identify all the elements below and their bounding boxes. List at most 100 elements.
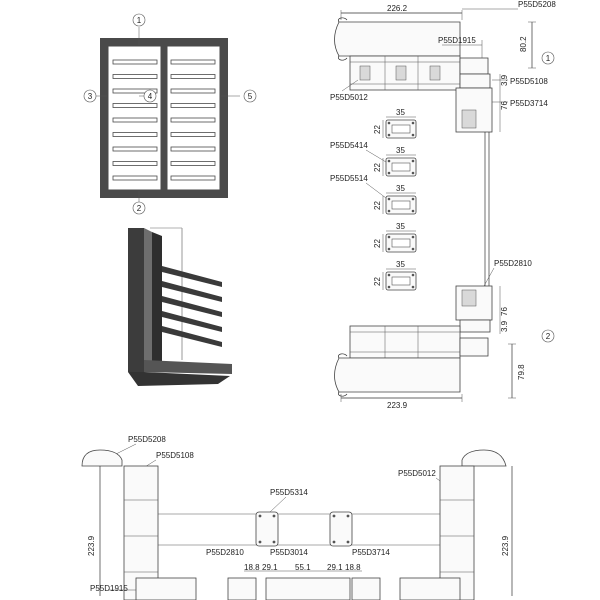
callout-circle-4 xyxy=(143,89,157,103)
right-slat xyxy=(170,88,216,94)
corner-detail-3d xyxy=(128,227,232,386)
label-p55d2810-horizontal: P55D2810 xyxy=(206,548,244,557)
detail-bottom-rail-top xyxy=(144,360,232,374)
window-elevation: 1 2 3 4 5 xyxy=(83,13,257,215)
callout-number-1: 1 xyxy=(137,16,142,25)
callout-number-4: 4 xyxy=(148,92,153,101)
label-p55d5108-horizontal: P55D5108 xyxy=(156,451,194,460)
right-slat xyxy=(170,74,216,79)
right-slat xyxy=(170,175,216,181)
callout-circle-3 xyxy=(83,89,97,103)
callout-number-5: 5 xyxy=(248,92,253,101)
detail-louvre-slats xyxy=(162,266,222,347)
louvre-width: 35 xyxy=(396,108,405,117)
frame-chamber xyxy=(359,65,371,81)
top-frame-details xyxy=(359,65,441,81)
dim-top-height: 80.2 xyxy=(519,36,528,52)
section-callout-number-2: 2 xyxy=(546,332,551,341)
detail-sash-profile xyxy=(152,232,162,368)
label-p55d5208-top: P55D5208 xyxy=(518,0,556,9)
label-p55d5314: P55D5314 xyxy=(270,488,308,497)
section-callout-circle-2 xyxy=(541,329,555,343)
dim-height-bottom: 76 xyxy=(500,307,509,316)
label-p55d5012-horizontal: P55D5012 xyxy=(398,469,436,478)
dim-chain-3: 55.1 xyxy=(295,563,311,572)
label-p55d5514: P55D5514 xyxy=(330,174,368,183)
detail-slat xyxy=(162,296,222,317)
left-slat xyxy=(112,59,158,65)
right-slat xyxy=(170,132,216,137)
louvre-height: 22 xyxy=(373,201,382,210)
dim-bottom-height: 79.8 xyxy=(517,364,526,380)
mid-lower-profile xyxy=(265,577,351,600)
dim-height-right: 223.9 xyxy=(501,535,510,556)
right-slat xyxy=(170,161,216,166)
callout-number-3: 3 xyxy=(88,92,93,101)
right-lower-profile xyxy=(399,577,461,600)
right-slat xyxy=(170,146,216,152)
louvre-height: 22 xyxy=(373,239,382,248)
left-slat xyxy=(112,103,158,108)
detail-slat xyxy=(162,266,222,287)
left-slat xyxy=(112,146,158,152)
mid-left-lower-profile xyxy=(227,577,257,600)
bottom-gasket-profile xyxy=(459,319,491,333)
detail-frame-side xyxy=(144,228,152,372)
top-gasket-profile xyxy=(459,73,491,89)
louvre-section: 35 22 xyxy=(373,222,417,253)
right-slat xyxy=(170,103,216,108)
left-cap-profile xyxy=(81,449,123,467)
detail-slat xyxy=(162,281,222,302)
louvre-section: 35 22 xyxy=(373,184,417,215)
callout-number-2: 2 xyxy=(137,204,142,213)
top-sash-chamber xyxy=(461,109,477,129)
left-lower-profile xyxy=(135,577,197,600)
bottom-frame-profile xyxy=(349,325,461,359)
dim-gap-bottom: 3.9 xyxy=(500,320,509,332)
dim-height-left: 223.9 xyxy=(87,535,96,556)
callout-circle-2 xyxy=(132,201,146,215)
dim-bottom-width: 223.9 xyxy=(387,401,408,410)
label-p55d5208-horizontal: P55D5208 xyxy=(128,435,166,444)
left-slat xyxy=(112,161,158,166)
label-p55d1915-top: P55D1915 xyxy=(438,36,476,45)
right-slat xyxy=(170,117,216,123)
left-slat xyxy=(112,132,158,137)
top-connector-profile xyxy=(459,57,489,75)
frame-chamber xyxy=(395,65,407,81)
right-cap-profile xyxy=(461,449,507,467)
frame-chamber xyxy=(429,65,441,81)
horizontal-louvre-left xyxy=(255,511,279,547)
left-sash xyxy=(105,43,164,193)
label-p55d5414: P55D5414 xyxy=(330,141,368,150)
louvre-width: 35 xyxy=(396,184,405,193)
right-slat xyxy=(170,59,216,65)
label-p55d5108-top: P55D5108 xyxy=(510,77,548,86)
dim-chain-5: 18.8 xyxy=(345,563,361,572)
label-p55d3714-horizontal: P55D3714 xyxy=(352,548,390,557)
dim-chain-4: 29.1 xyxy=(327,563,343,572)
louvre-width: 35 xyxy=(396,222,405,231)
louvre-width: 35 xyxy=(396,260,405,269)
label-p55d2810-vertical: P55D2810 xyxy=(494,259,532,268)
detail-bottom-rail xyxy=(128,372,230,386)
left-slat xyxy=(112,117,158,123)
left-slat xyxy=(112,74,158,79)
callout-circle-1 xyxy=(132,13,146,27)
vertical-section: 226.2 P55D5208 P55D1915 P55D5012 P55D510… xyxy=(330,0,556,410)
bottom-cover-profile xyxy=(334,357,461,393)
horizontal-section: P55D5208 P55D5108 P55D5012 P55D5314 xyxy=(81,435,513,600)
dim-chain-1: 18.8 xyxy=(244,563,260,572)
left-slat xyxy=(112,175,158,181)
label-p55d1915-horizontal: P55D1915 xyxy=(90,584,128,593)
detail-slat xyxy=(162,311,222,332)
section-callout-circle-1 xyxy=(541,51,555,65)
bottom-connector-profile xyxy=(459,337,489,357)
left-slat xyxy=(112,88,158,94)
label-p55d3714-top: P55D3714 xyxy=(510,99,548,108)
dim-chain-2: 29.1 xyxy=(262,563,278,572)
